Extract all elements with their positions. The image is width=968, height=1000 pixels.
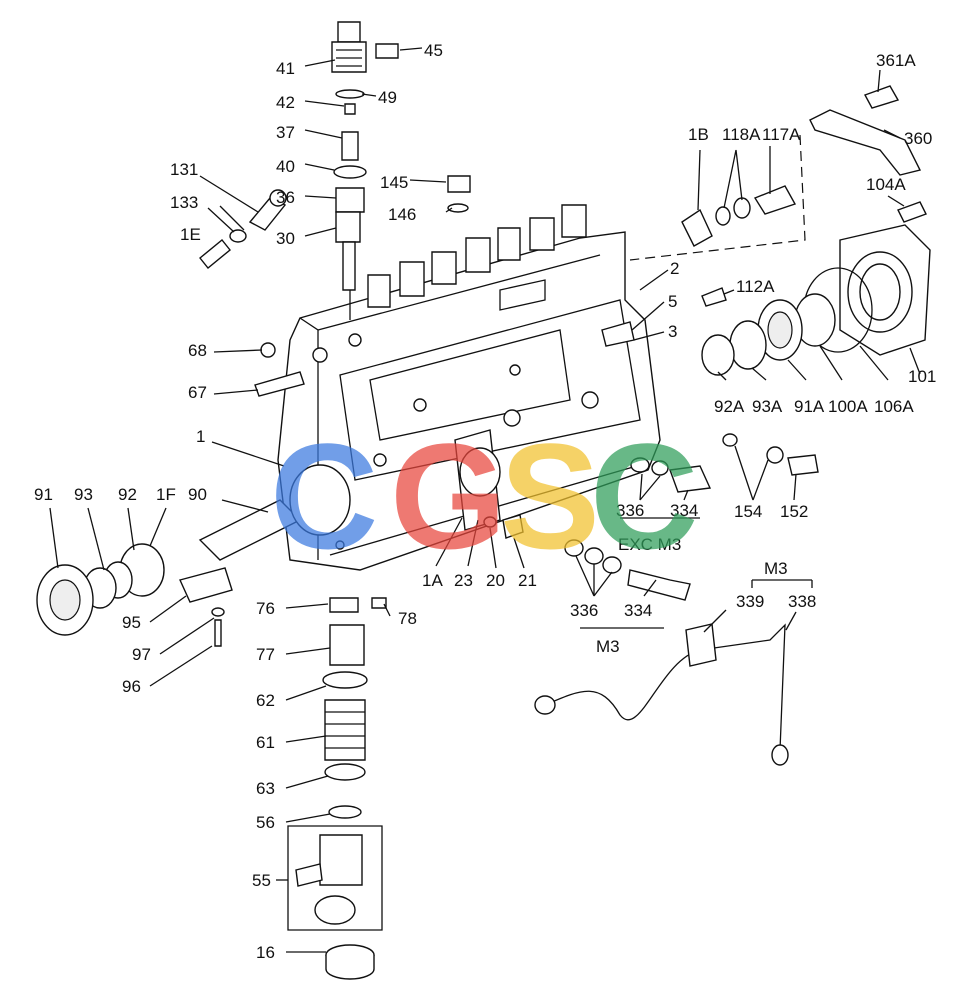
label-91: 91 <box>34 485 53 504</box>
tappet-column <box>287 597 387 980</box>
label-154: 154 <box>734 502 762 521</box>
camshaft-90 <box>36 464 351 647</box>
watermark-letter-2: G <box>390 412 507 580</box>
label-96: 96 <box>122 677 141 696</box>
bolts-336-334-m3 <box>564 539 691 601</box>
label-146: 146 <box>388 205 416 224</box>
label-45: 45 <box>424 41 443 60</box>
label-m3-bolts: M3 <box>596 637 620 656</box>
watermark-logo: C G S C <box>270 412 698 580</box>
label-37: 37 <box>276 123 295 142</box>
label-101: 101 <box>908 367 936 386</box>
label-334-m3: 334 <box>624 601 652 620</box>
part-45 <box>375 43 399 59</box>
label-145: 145 <box>380 173 408 192</box>
label-76: 76 <box>256 599 275 618</box>
label-334-exc: 334 <box>670 501 698 520</box>
label-61: 61 <box>256 733 275 752</box>
label-1F: 1F <box>156 485 176 504</box>
label-92: 92 <box>118 485 137 504</box>
part-67 <box>254 371 305 397</box>
label-336-exc: 336 <box>616 501 644 520</box>
label-1: 1 <box>196 427 205 446</box>
label-118A: 118A <box>722 125 761 144</box>
label-97: 97 <box>132 645 151 664</box>
label-1A: 1A <box>422 571 443 590</box>
end-cover-101 <box>701 224 931 376</box>
bracket-360 <box>629 85 922 261</box>
label-68: 68 <box>188 341 207 360</box>
label-131: 131 <box>170 160 198 179</box>
label-5: 5 <box>668 292 677 311</box>
label-90: 90 <box>188 485 207 504</box>
label-91A: 91A <box>794 397 825 416</box>
plug-145 <box>447 175 471 213</box>
label-40: 40 <box>276 157 295 176</box>
flange-1A <box>454 429 524 539</box>
label-117A: 117A <box>762 125 801 144</box>
label-338: 338 <box>788 592 816 611</box>
element-column <box>331 21 367 320</box>
label-49: 49 <box>378 88 397 107</box>
label-1E: 1E <box>180 225 201 244</box>
label-2: 2 <box>670 259 679 278</box>
label-100A: 100A <box>828 397 868 416</box>
part-104A <box>897 201 927 223</box>
label-36: 36 <box>276 188 295 207</box>
label-41: 41 <box>276 59 295 78</box>
part-112A <box>701 287 727 307</box>
label-56: 56 <box>256 813 275 832</box>
label-112A: 112A <box>736 277 775 296</box>
label-23: 23 <box>454 571 473 590</box>
label-21: 21 <box>518 571 537 590</box>
label-152: 152 <box>780 502 808 521</box>
label-3: 3 <box>668 322 677 341</box>
watermark-letter-3: S <box>500 412 600 580</box>
label-30: 30 <box>276 229 295 248</box>
label-16: 16 <box>256 943 275 962</box>
part-labels: 41 45 42 49 37 40 36 30 131 133 1E 145 1… <box>34 41 936 962</box>
label-339: 339 <box>736 592 764 611</box>
label-42: 42 <box>276 93 295 112</box>
label-77: 77 <box>256 645 275 664</box>
bolt-131-group <box>199 189 287 269</box>
label-336-m3: 336 <box>570 601 598 620</box>
pipe-338 <box>534 623 789 766</box>
label-92A: 92A <box>714 397 745 416</box>
watermark-letter-4: C <box>590 412 698 580</box>
label-55: 55 <box>252 871 271 890</box>
leader-lines <box>49 47 921 953</box>
label-63: 63 <box>256 779 275 798</box>
label-133: 133 <box>170 193 198 212</box>
label-93A: 93A <box>752 397 783 416</box>
label-m3-pipe: M3 <box>764 559 788 578</box>
label-1B: 1B <box>688 125 709 144</box>
label-20: 20 <box>486 571 505 590</box>
pump-housing <box>277 231 661 571</box>
label-exc-m3: EXC M3 <box>618 535 681 554</box>
label-67: 67 <box>188 383 207 402</box>
bolts-336-334-exc-m3 <box>630 433 819 493</box>
label-78: 78 <box>398 609 417 628</box>
part-68 <box>260 342 276 358</box>
label-95: 95 <box>122 613 141 632</box>
label-62: 62 <box>256 691 275 710</box>
label-360: 360 <box>904 129 932 148</box>
bolt-117A-group <box>681 185 797 247</box>
label-361A: 361A <box>876 51 916 70</box>
label-104A: 104A <box>866 175 906 194</box>
delivery-valve-holders <box>367 204 587 308</box>
label-93: 93 <box>74 485 93 504</box>
watermark-letter-1: C <box>270 412 378 580</box>
label-106A: 106A <box>874 397 914 416</box>
